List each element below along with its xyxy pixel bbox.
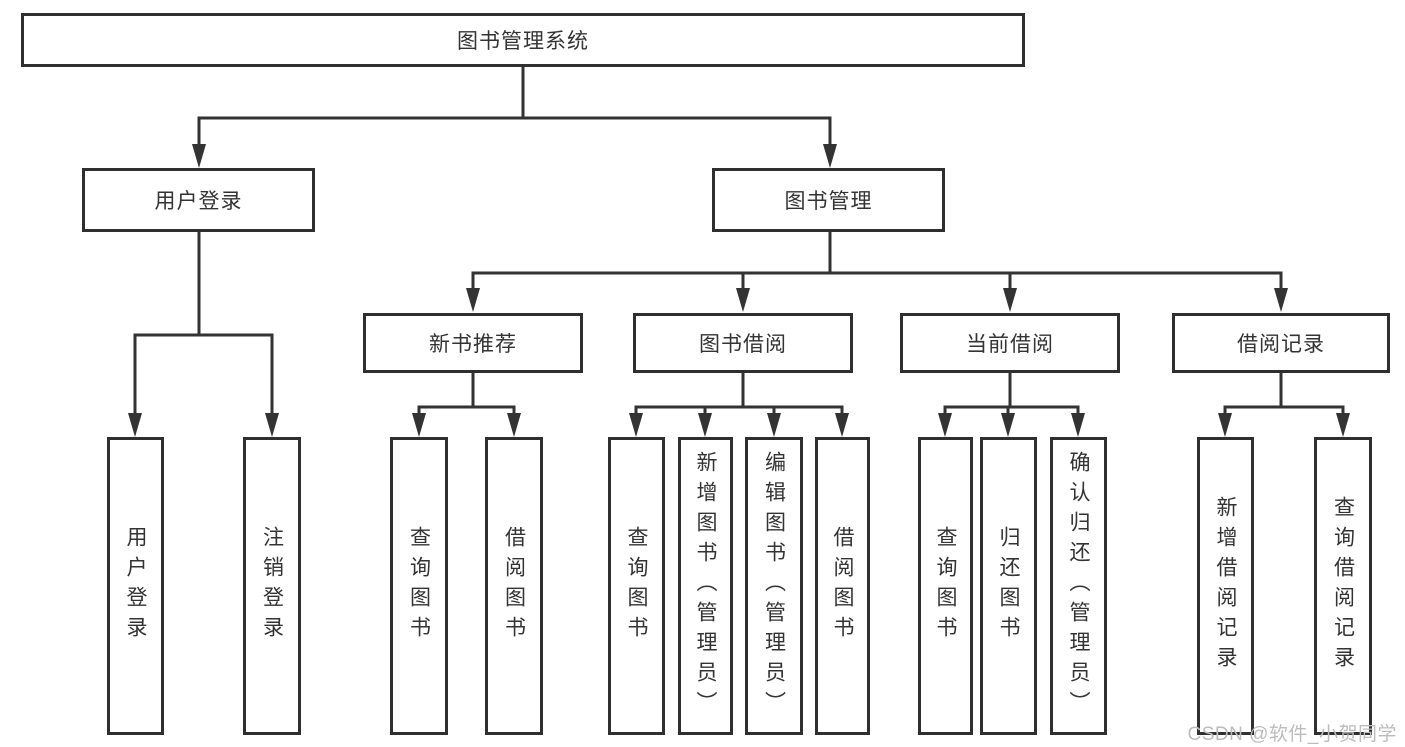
node-label: 借阅图书 <box>502 526 526 646</box>
node-book-borrow: 图书借阅 <box>633 313 853 373</box>
node-label: 新增借阅记录 <box>1214 496 1237 676</box>
node-new-book-recommend: 新书推荐 <box>363 313 583 373</box>
node-book-management: 图书管理 <box>712 168 945 232</box>
leaf-return-book: 归还图书 <box>980 437 1037 735</box>
leaf-borrow-books: 借阅图书 <box>815 437 870 735</box>
leaf-query-books-recommend: 查询图书 <box>390 437 448 735</box>
node-label: 图书借阅 <box>699 333 787 356</box>
leaf-query-borrow-record: 查询借阅记录 <box>1314 437 1372 735</box>
leaf-add-book-admin: 新增图书（管理员） <box>678 437 733 735</box>
leaf-borrow-books-recommend: 借阅图书 <box>485 437 543 735</box>
node-label: 图书管理 <box>784 190 873 213</box>
node-label: 借阅图书 <box>831 526 854 646</box>
node-system-root: 图书管理系统 <box>21 13 1025 67</box>
node-label: 用户登录 <box>124 526 147 646</box>
node-label: 注销登录 <box>260 526 284 646</box>
node-label: 查询借阅记录 <box>1331 496 1355 676</box>
node-label: 用户登录 <box>154 190 243 213</box>
csdn-watermark: CSDN @软件_小贺同学 <box>1187 724 1397 745</box>
node-label: 查询图书 <box>934 526 957 646</box>
node-label: 新增图书（管理员） <box>694 451 717 721</box>
node-label: 图书管理系统 <box>457 30 589 53</box>
node-label: 归还图书 <box>997 526 1020 646</box>
node-label: 当前借阅 <box>966 333 1054 356</box>
leaf-logout: 注销登录 <box>243 437 301 735</box>
node-borrow-records: 借阅记录 <box>1172 313 1390 373</box>
leaf-edit-book-admin: 编辑图书（管理员） <box>745 437 803 735</box>
connector-arrowheads <box>128 144 1350 437</box>
node-label: 借阅记录 <box>1237 333 1325 356</box>
node-user-login: 用户登录 <box>82 168 315 232</box>
leaf-confirm-return-admin: 确认归还（管理员） <box>1050 437 1107 735</box>
node-label: 新书推荐 <box>429 333 517 356</box>
node-current-borrow: 当前借阅 <box>900 313 1120 373</box>
node-label: 查询图书 <box>625 526 648 646</box>
leaf-query-books-current: 查询图书 <box>918 437 973 735</box>
node-label: 确认归还（管理员） <box>1067 451 1090 721</box>
leaf-add-borrow-record: 新增借阅记录 <box>1197 437 1254 735</box>
leaf-user-login: 用户登录 <box>107 437 164 735</box>
node-label: 编辑图书（管理员） <box>762 451 786 721</box>
node-label: 查询图书 <box>407 526 431 646</box>
leaf-query-books-borrow: 查询图书 <box>608 437 665 735</box>
